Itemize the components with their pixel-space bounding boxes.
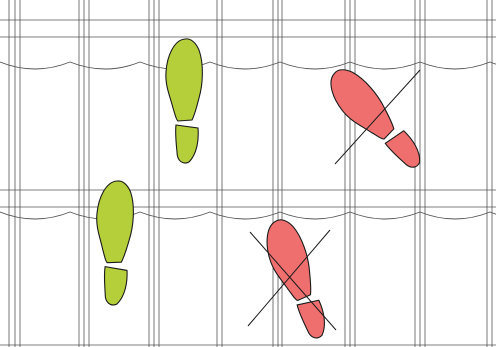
shoe-sole-icon: [95, 180, 134, 263]
allowed-footprint-1: [166, 39, 203, 163]
forbidden-footprint-2: [258, 215, 335, 344]
shoe-heel-icon: [385, 128, 427, 171]
shoe-heel-icon: [176, 125, 199, 163]
allowed-footprint-2: [94, 180, 135, 305]
shoe-sole-icon: [258, 215, 320, 305]
shoe-sole-icon: [166, 39, 203, 121]
shoe-heel-icon: [103, 267, 127, 306]
tile-scallop-edge: [0, 212, 496, 219]
tile-scallop-edge: [0, 62, 496, 69]
shoe-sole-icon: [320, 62, 402, 147]
